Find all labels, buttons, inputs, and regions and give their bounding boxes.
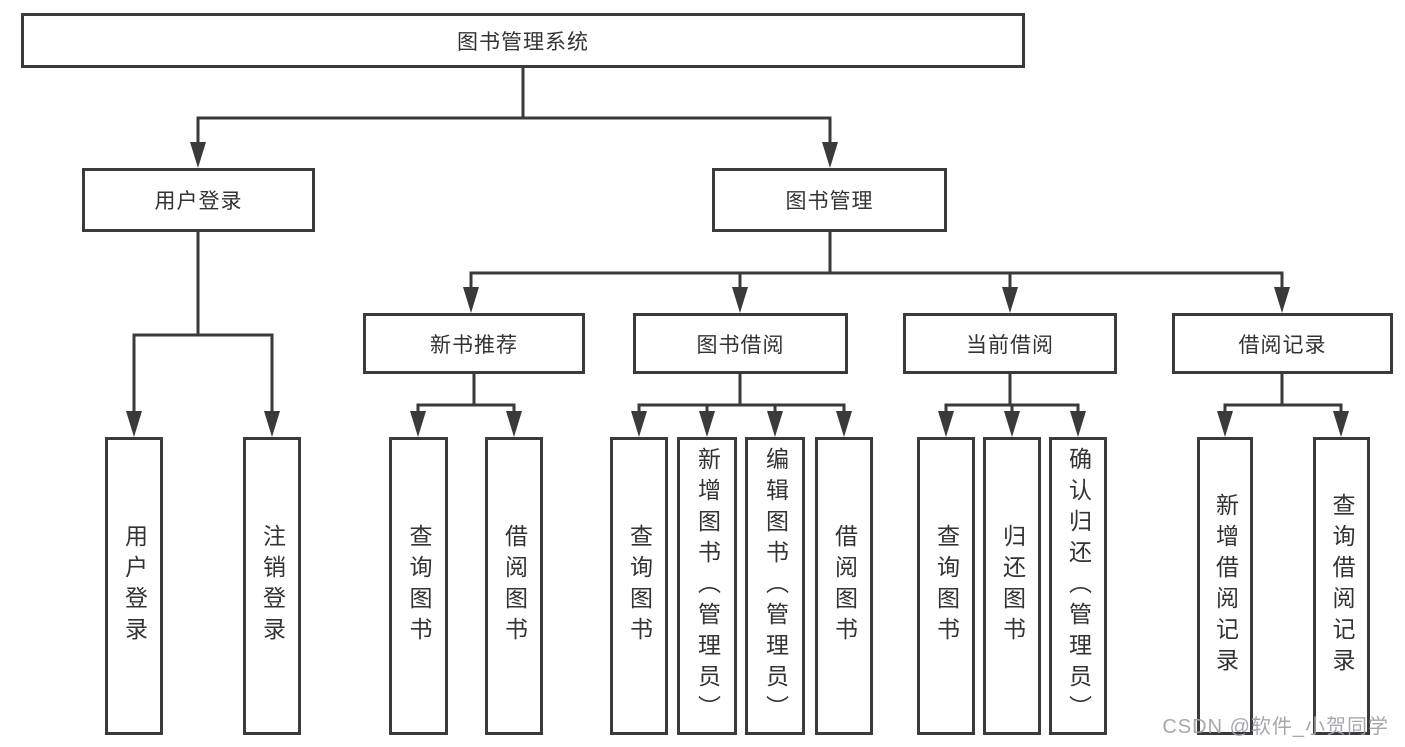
arrowhead-down-icon [1004, 411, 1020, 437]
node-label: 借阅图书 [831, 524, 858, 648]
leaf-query-books-recommend: 查询图书 [389, 437, 448, 735]
node-label: 用户登录 [121, 524, 148, 648]
node-label: 图书借阅 [696, 333, 785, 357]
node-label: 编辑图书（管理员） [762, 446, 789, 726]
connector-book-management-to-level2 [463, 232, 1290, 313]
node-user-login: 用户登录 [82, 168, 315, 232]
node-label: 确认归还（管理员） [1065, 446, 1092, 726]
arrowhead-down-icon [126, 411, 142, 437]
arrowhead-down-icon [938, 411, 954, 437]
node-label: 查询图书 [933, 524, 960, 648]
leaf-edit-books-admin: 编辑图书（管理员） [745, 437, 805, 735]
connector-book-borrow-to-leaves [631, 374, 852, 437]
node-label: 图书管理 [785, 190, 874, 213]
arrowhead-down-icon [506, 411, 522, 437]
node-label: 借阅记录 [1238, 333, 1327, 357]
connector-current-borrow-to-leaves [938, 374, 1086, 437]
node-label: 查询图书 [406, 524, 432, 648]
leaf-query-books-borrow: 查询图书 [610, 437, 668, 735]
arrowhead-down-icon [732, 287, 748, 313]
node-label: 借阅图书 [501, 524, 528, 648]
node-new-book-recommend: 新书推荐 [363, 313, 585, 374]
node-borrow-record: 借阅记录 [1172, 313, 1393, 374]
node-label: 注销登录 [259, 524, 286, 648]
arrowhead-down-icon [1002, 287, 1018, 313]
node-book-borrow: 图书借阅 [633, 313, 848, 374]
csdn-watermark: CSDN @软件_小贺同学 [1162, 716, 1389, 738]
arrowhead-down-icon [190, 142, 206, 168]
arrowhead-down-icon [631, 411, 647, 437]
node-label: 归还图书 [999, 524, 1026, 648]
node-label: 图书管理系统 [457, 30, 589, 54]
leaf-user-login: 用户登录 [105, 437, 163, 735]
node-label: 用户登录 [154, 190, 243, 213]
connector-borrow-record-to-leaves [1217, 374, 1349, 437]
leaf-add-books-admin: 新增图书（管理员） [677, 437, 737, 735]
arrowhead-down-icon [1274, 287, 1290, 313]
connector-root-to-level1 [190, 68, 838, 168]
node-library-management-system: 图书管理系统 [21, 13, 1025, 68]
node-current-borrow: 当前借阅 [903, 313, 1117, 374]
arrowhead-down-icon [410, 411, 426, 437]
node-label: 当前借阅 [966, 333, 1054, 357]
arrowhead-down-icon [1333, 411, 1349, 437]
connector-new-book-recommend-to-leaves [410, 374, 522, 437]
arrowhead-down-icon [822, 142, 838, 168]
node-label: 查询借阅记录 [1329, 493, 1355, 679]
arrowhead-down-icon [264, 411, 280, 437]
leaf-confirm-return-admin: 确认归还（管理员） [1049, 437, 1107, 735]
leaf-query-books-current: 查询图书 [917, 437, 975, 735]
connector-user-login-to-leaves [126, 232, 280, 437]
node-label: 新增图书（管理员） [694, 446, 721, 726]
leaf-return-books: 归还图书 [983, 437, 1041, 735]
arrowhead-down-icon [1217, 411, 1233, 437]
node-label: 新增借阅记录 [1212, 493, 1239, 679]
arrowhead-down-icon [767, 411, 783, 437]
arrowhead-down-icon [836, 411, 852, 437]
arrowhead-down-icon [463, 287, 479, 313]
arrowhead-down-icon [699, 411, 715, 437]
leaf-add-borrow-record: 新增借阅记录 [1197, 437, 1253, 735]
node-book-management: 图书管理 [712, 168, 947, 232]
leaf-borrow-books: 借阅图书 [815, 437, 873, 735]
node-label: 查询图书 [626, 524, 653, 648]
leaf-borrow-books-recommend: 借阅图书 [485, 437, 543, 735]
leaf-logout: 注销登录 [243, 437, 301, 735]
arrowhead-down-icon [1070, 411, 1086, 437]
node-label: 新书推荐 [430, 333, 518, 357]
leaf-query-borrow-record: 查询借阅记录 [1313, 437, 1370, 735]
